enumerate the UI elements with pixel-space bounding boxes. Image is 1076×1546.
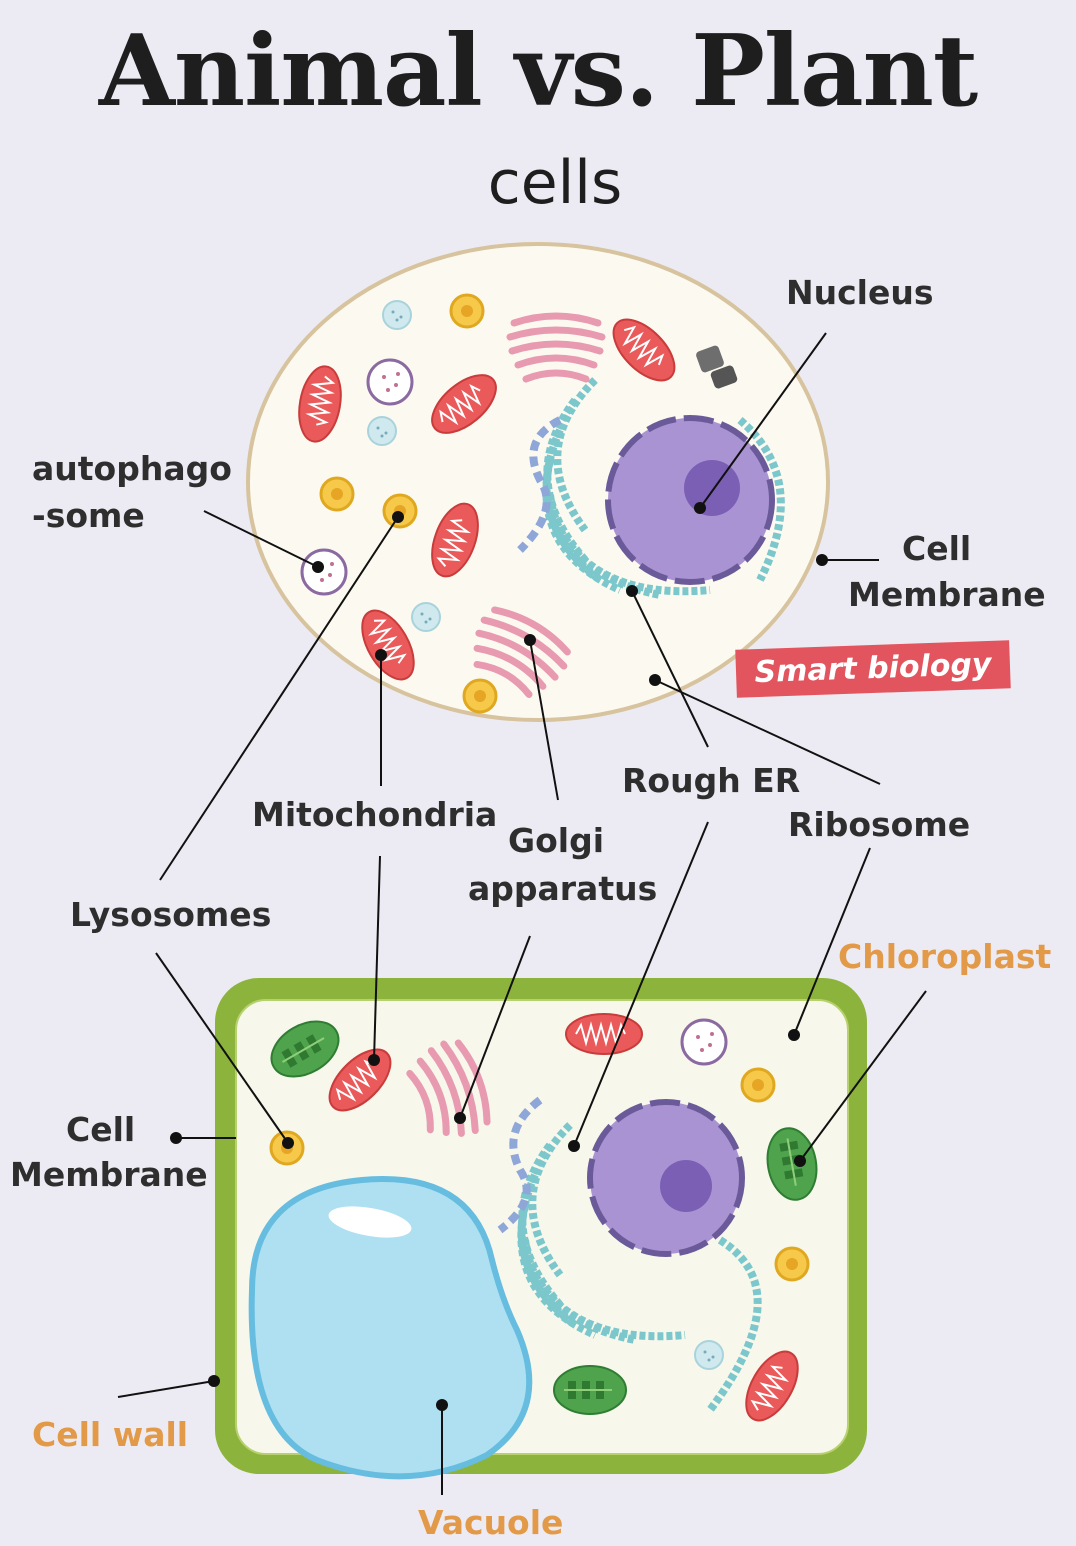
animal-lysosome-1	[449, 293, 485, 329]
watermark-badge: Smart biology	[735, 640, 1011, 698]
animal-nucleus	[605, 415, 775, 585]
label-plant-cell-membrane-line1: Cell	[66, 1110, 136, 1149]
plant-mitochondrion-2	[565, 1013, 643, 1055]
label-plant-cell-membrane-line2: Membrane	[10, 1155, 208, 1194]
label-ribosome: Ribosome	[788, 805, 971, 844]
leader-dots	[170, 502, 828, 1411]
animal-centrosome	[696, 345, 738, 389]
diagram-title: Animal vs. Plant	[98, 14, 978, 129]
plant-vacuole	[248, 1176, 533, 1480]
animal-vesicle-3	[411, 602, 441, 632]
label-autophagosome-line2: -some	[32, 496, 145, 535]
label-cell-wall: Cell wall	[32, 1415, 189, 1454]
plant-autophagosome	[680, 1018, 728, 1066]
label-lysosomes: Lysosomes	[70, 895, 272, 934]
animal-smooth-er	[517, 416, 562, 553]
animal-autophagosome-2	[300, 548, 348, 596]
animal-er-extra	[737, 416, 785, 582]
animal-vesicle-2	[367, 416, 397, 446]
plant-nucleus	[587, 1099, 745, 1257]
animal-lysosome-2	[319, 476, 355, 512]
diagram-subtitle: cells	[487, 148, 623, 218]
animal-vesicle-1	[382, 300, 412, 330]
animal-autophagosome-1	[366, 358, 414, 406]
label-golgi-line1: Golgi	[508, 821, 605, 860]
plant-chloroplast-3	[553, 1365, 627, 1415]
label-golgi-line2: apparatus	[468, 869, 658, 908]
leader-lines	[117, 332, 927, 1495]
label-rough-er: Rough ER	[622, 761, 801, 800]
label-mitochondria: Mitochondria	[252, 795, 498, 834]
label-autophagosome-line1: autophago	[32, 449, 232, 488]
plant-smooth-er	[497, 1096, 543, 1234]
plant-vesicle	[694, 1340, 724, 1370]
plant-lysosome-3	[774, 1246, 810, 1282]
plant-lysosome-2	[740, 1067, 776, 1103]
label-animal-cell-membrane-line1: Cell	[902, 529, 972, 568]
label-nucleus: Nucleus	[786, 273, 934, 312]
plant-er-extra	[706, 1236, 762, 1413]
animal-lysosome-4	[462, 678, 498, 714]
label-vacuole: Vacuole	[418, 1503, 564, 1542]
label-animal-cell-membrane-line2: Membrane	[848, 575, 1046, 614]
label-chloroplast: Chloroplast	[838, 937, 1052, 976]
